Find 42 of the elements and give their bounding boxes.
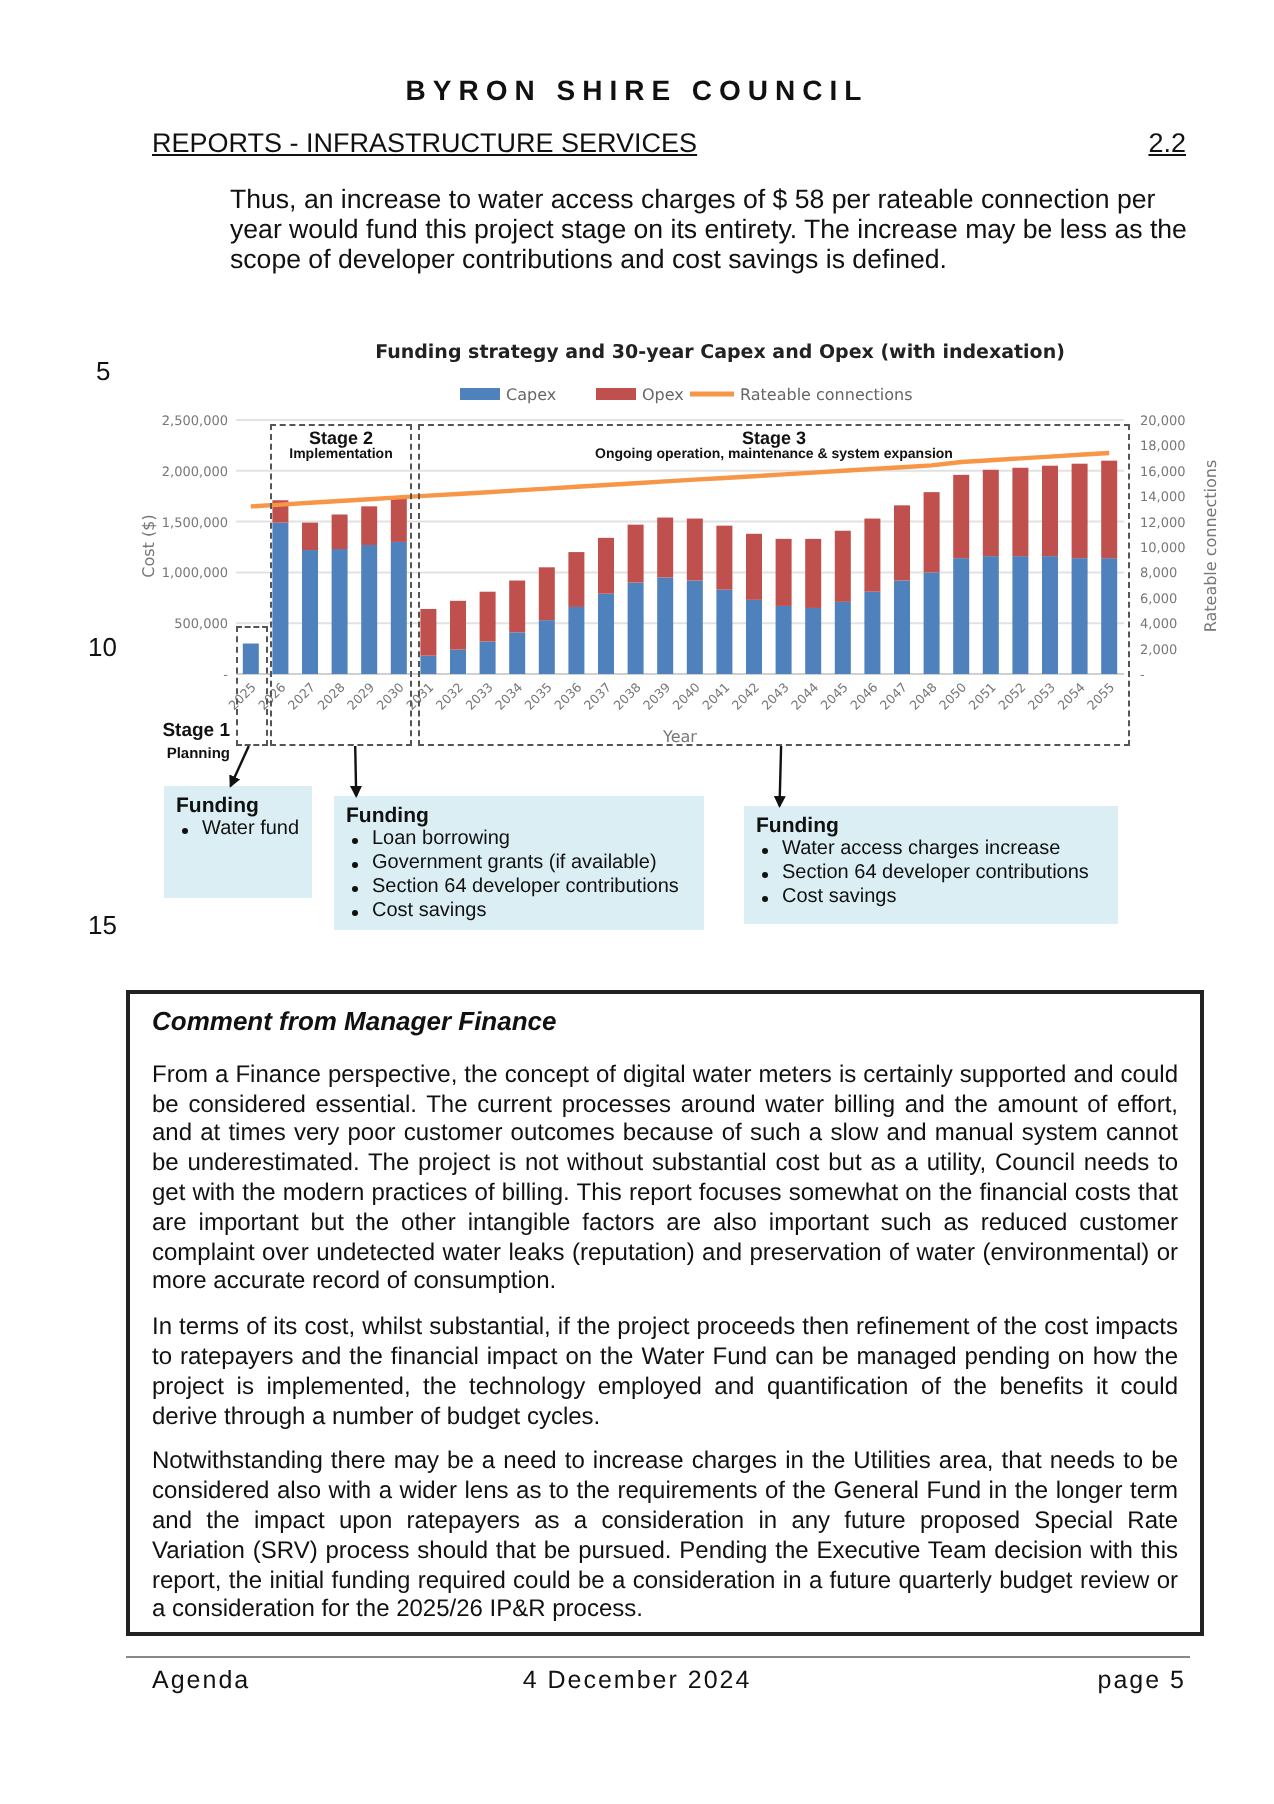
stage-title: Stage 1 bbox=[162, 720, 230, 742]
list-item: Section 64 developer contributions bbox=[372, 876, 679, 898]
list-item: Cost savings bbox=[372, 900, 487, 922]
axis-title: Rateable connections bbox=[1202, 459, 1220, 633]
legend-label: Opex bbox=[642, 386, 684, 404]
footer-text: Agenda bbox=[152, 1666, 251, 1694]
box-heading: Funding bbox=[756, 814, 841, 838]
stage-title: Stage 2 bbox=[308, 428, 373, 448]
funding-box bbox=[164, 786, 312, 898]
arrow bbox=[773, 745, 786, 808]
list-item: Loan borrowing bbox=[372, 828, 510, 850]
chart-title: Funding strategy and 30-year Capex and Opex (with indexation) bbox=[375, 342, 1065, 364]
funding-box bbox=[334, 796, 704, 930]
axis-title: Year bbox=[663, 728, 697, 746]
section-heading: REPORTS - INFRASTRUCTURE SERVICES bbox=[152, 128, 698, 158]
funding-box bbox=[744, 806, 1118, 924]
page-number: page 5 bbox=[1097, 1666, 1186, 1694]
footer-date: 4 December 2024 bbox=[522, 1666, 752, 1694]
arrow bbox=[350, 745, 362, 798]
line-number: 10 bbox=[88, 632, 117, 662]
body-paragraph: Thus, an increase to water access charges of $ 58 per rateable connection per year would fund this project stage on its entirety. The increase may be less as the scope of developer contributions and cost savings is defined. bbox=[230, 184, 1189, 274]
line-number: 5 bbox=[96, 356, 111, 386]
stage-title: Stage 3 bbox=[741, 428, 806, 448]
comment-box bbox=[126, 990, 1204, 1636]
legend-label: Capex bbox=[506, 386, 557, 404]
axis-title: Cost ($) bbox=[140, 514, 158, 578]
list-item: Government grants (if available) bbox=[372, 852, 657, 874]
paragraph: From a Finance perspective, the concept of digital water meters is certainly supported and could be considered essential. The current processes around water billing and the amount of effort, and at times very poor customer outcomes because of such a slow and manual system cannot be underestimated. The project is not without substantial cost but as a utility, Council needs to get with the modern practices of billing. This report focuses somewhat on the financial costs that are important but the other intangible factors are also important such as reduced customer complaint over undetected water leaks (reputation) and preservation of water (environmental) or more accurate record of consumption. bbox=[152, 1059, 1178, 1297]
list-item: Water fund bbox=[202, 818, 300, 840]
list-item: Section 64 developer contributions bbox=[782, 862, 1089, 884]
section-number: 2.2 bbox=[1148, 128, 1186, 158]
box-heading: Comment from Manager Finance bbox=[152, 1008, 559, 1038]
line-number: 15 bbox=[88, 910, 117, 940]
legend-label: Rateable connections bbox=[740, 386, 913, 404]
box-heading: Funding bbox=[346, 804, 431, 828]
arrow bbox=[229, 745, 250, 788]
box-heading: Funding bbox=[176, 794, 260, 818]
page-header: BYRON SHIRE COUNCIL bbox=[403, 74, 871, 106]
paragraph: Notwithstanding there may be a need to increase charges in the Utilities area, that needs to be considered also with a wider lens as to the requirements of the General Fund in the longer term and the impact upon ratepayers as a consideration in any future proposed Special Rate Variation (SRV) process should that be pursued. Pending the Executive Team decision with this report, the initial funding required could be a consideration in a future quarterly budget review or a consideration for the 2025/26 IP&R process. bbox=[152, 1446, 1178, 1625]
list-item: Water access charges increase bbox=[782, 838, 1061, 860]
list-item: Cost savings bbox=[782, 886, 897, 908]
paragraph: In terms of its cost, whilst substantial, if the project proceeds then refinement of the cost impacts to ratepayers and the financial impact on the Water Fund can be managed pending on how the project is implemented, the technology employed and quantification of the benefits it could derive through a number of budget cycles. bbox=[152, 1312, 1178, 1431]
